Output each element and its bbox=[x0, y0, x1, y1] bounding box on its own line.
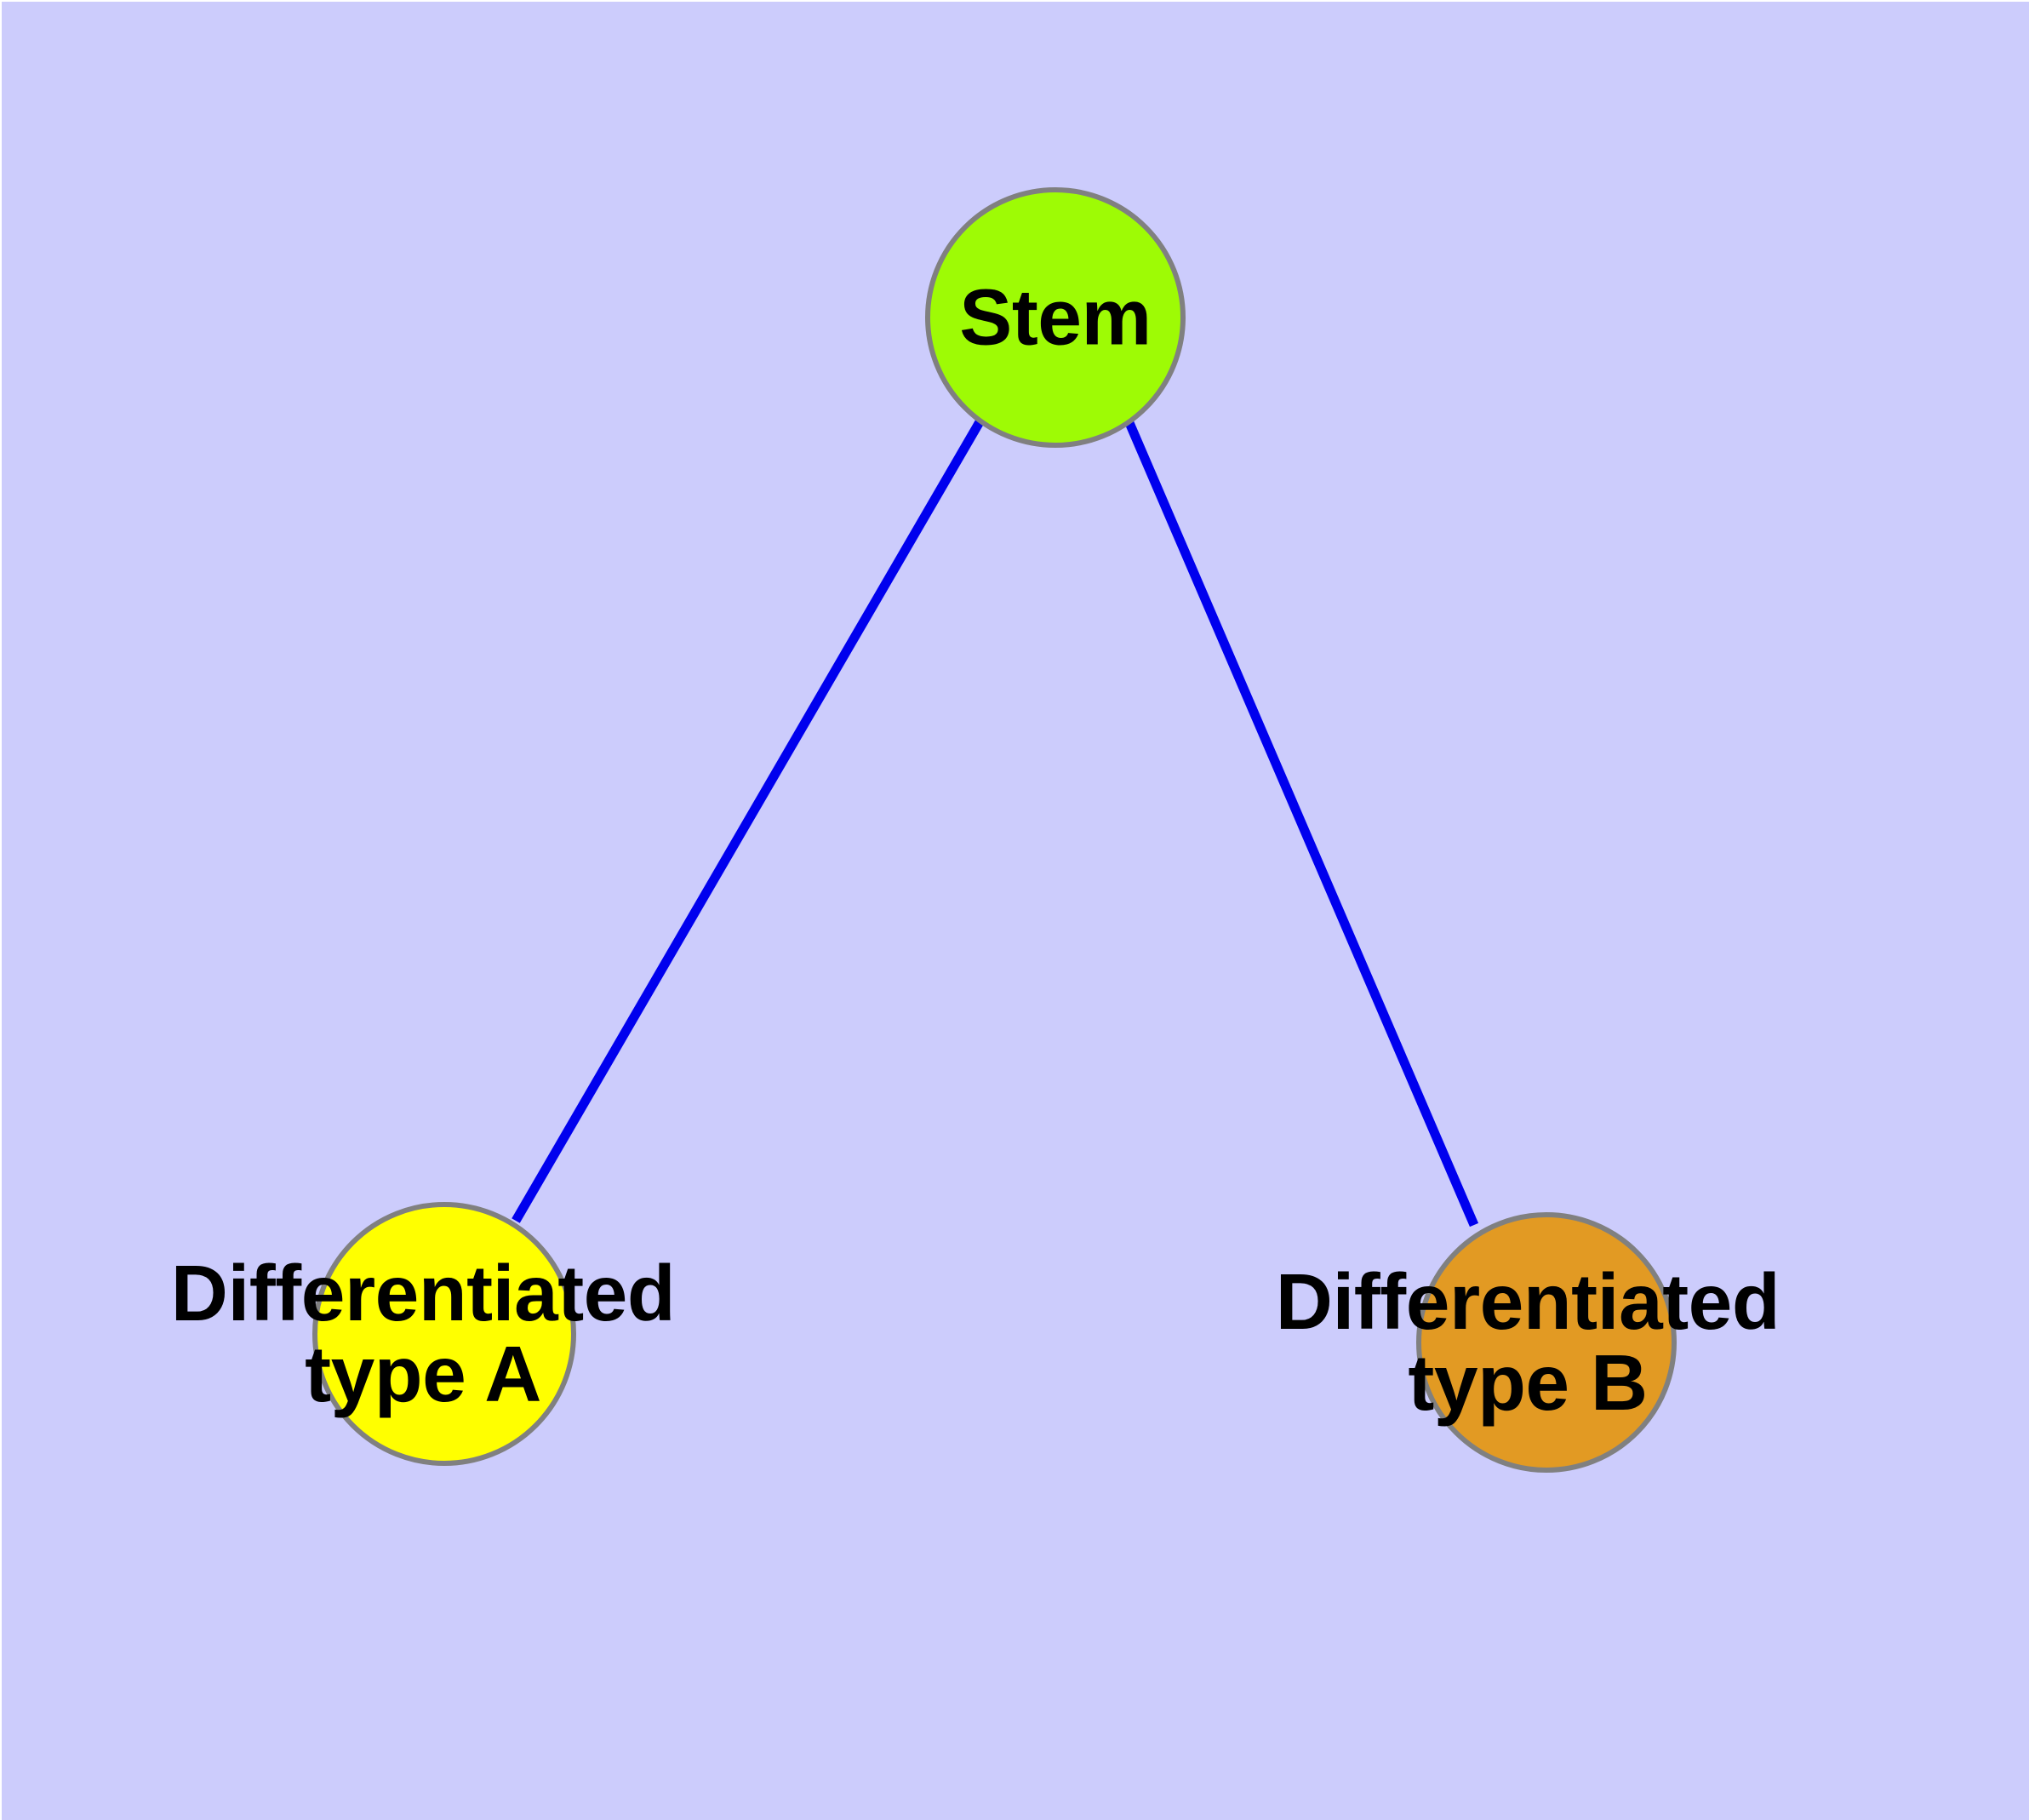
node-circle-diff-b[interactable] bbox=[1416, 1212, 1677, 1473]
edge-stem-to-diff-b[interactable] bbox=[1123, 416, 1479, 1228]
node-layer bbox=[312, 187, 1677, 1473]
node-circle-diff-a[interactable] bbox=[312, 1202, 576, 1466]
node-circle-stem[interactable] bbox=[925, 187, 1186, 448]
edge-layer bbox=[512, 416, 1479, 1228]
edge-stem-to-diff-a[interactable] bbox=[512, 418, 985, 1223]
